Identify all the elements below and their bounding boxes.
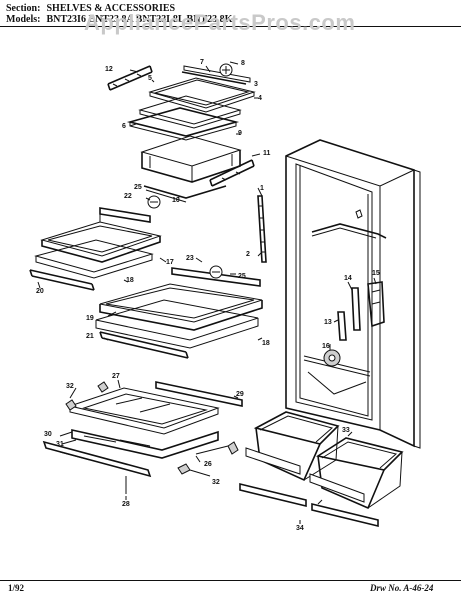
part-30-trim[interactable] [42,440,152,478]
callout-25-b: 25 [238,273,246,280]
footer-drawing-number: Drw No. A-46-24 [370,583,434,593]
part-1-ladder[interactable] [257,195,267,263]
callout-7: 7 [200,59,204,66]
callout-20: 19 [86,315,94,322]
part-12-rail[interactable] [107,65,153,91]
top-shelf-assembly[interactable] [126,65,256,141]
section-title: SHELVES & ACCESSORIES [46,3,176,14]
part-25-clip-a[interactable] [147,195,161,209]
callout-30: 30 [44,431,52,438]
callout-26: 26 [204,461,212,468]
models-label: Models: [6,14,41,25]
callout-22: 21 [86,333,94,340]
callout-33: 33 [342,427,350,434]
section-header: Section: SHELVES & ACCESSORIES [6,3,175,14]
part-11-support[interactable] [209,159,255,187]
part-24-trim[interactable] [171,267,261,287]
part-27-keeper-cover[interactable] [68,387,220,435]
header-divider [0,26,461,27]
crisper-pan-right[interactable] [309,437,404,510]
callout-16: 16 [322,343,330,350]
part-23-trim[interactable] [99,207,151,223]
middle-shelf-assembly[interactable] [34,214,162,279]
callout-28: 28 [122,501,130,508]
part-32-roller-a[interactable] [65,381,109,411]
callout-13: 13 [324,319,332,326]
callout-10: 10 [172,197,180,204]
callout-11: 11 [263,150,271,157]
callout-32-a: 32 [66,383,74,390]
part-31-drawer-front[interactable] [71,429,219,459]
part-34-rail-right[interactable] [311,502,379,528]
part-26-slide[interactable] [195,441,239,455]
part-14-bracket[interactable] [351,287,361,331]
callout-3: 3 [254,81,258,88]
part-8-clip[interactable] [219,63,233,77]
models-header: Models: BNT23I6 BNT23 8A BNT23L8L BNT23 … [6,14,232,25]
part-25-clip-b[interactable] [209,265,223,279]
callout-25-a: 25 [134,184,142,191]
callout-2: 2 [246,251,250,258]
callout-31: 31 [56,441,64,448]
callout-32-b: 32 [212,479,220,486]
part-34-rail-left[interactable] [239,482,307,508]
callout-14: 14 [344,275,352,282]
callout-1: 1 [260,185,264,192]
callout-4: 4 [258,95,262,102]
callout-24: 23 [186,255,194,262]
callout-17: 17 [166,259,174,266]
refrigerator-cabinet [285,139,421,449]
callout-34: 34 [296,525,304,532]
section-label: Section: [6,3,41,14]
callout-21: 20 [36,288,44,295]
callout-9: 9 [238,130,242,137]
part-21-rail[interactable] [29,269,95,291]
callout-6: 6 [122,123,126,130]
part-16-control[interactable] [323,349,341,367]
crisper-pan-left[interactable] [245,411,340,482]
callout-29: 29 [236,391,244,398]
part-9-drawer[interactable] [140,135,242,183]
callout-8: 8 [241,60,245,67]
callout-15: 15 [372,270,380,277]
callout-18-b: 18 [262,340,270,347]
callout-18-a: 18 [126,277,134,284]
footer-date: 1/92 [8,583,25,593]
part-32-roller-b[interactable] [177,463,191,475]
part-29-strip[interactable] [155,381,243,407]
lower-shelf-assembly[interactable] [95,283,263,349]
part-10-rail[interactable] [143,185,227,203]
part-22-rail[interactable] [99,331,189,359]
callout-5: 5 [148,75,152,82]
models-list: BNT23I6 BNT23 8A BNT23L8L BNT23 8K [46,14,233,25]
footer-divider [0,580,461,581]
callout-23: 22 [124,193,132,200]
part-15-bracket[interactable] [367,281,385,328]
callout-27: 27 [112,373,120,380]
watermark: AppliancePartsPros.com [84,10,356,35]
callout-12: 12 [105,66,113,73]
part-13-hinge[interactable] [337,311,347,341]
